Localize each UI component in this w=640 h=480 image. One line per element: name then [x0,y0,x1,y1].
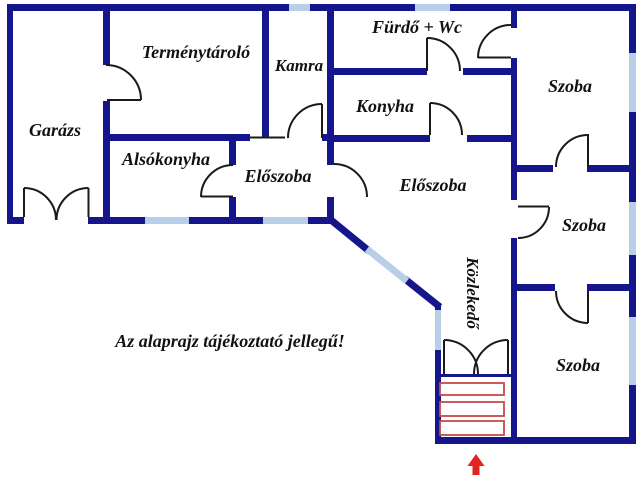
door-granary [105,64,142,101]
room-label-granary: Terménytároló [142,42,250,62]
wall-segment [511,238,517,437]
room-label-bathroom: Fürdő + Wc [371,17,462,37]
wall-segment [334,68,427,75]
window-icon [629,317,636,385]
window-icon [629,53,636,112]
wall-segment [327,197,334,224]
wall-segment [103,11,110,65]
wall-segment [7,4,13,224]
door-room-middle [517,205,550,239]
door-room-top [477,24,512,59]
door-hallway-divider [333,163,368,198]
room-label-lower-kitchen: Alsókonyha [121,149,210,169]
door-corridor-double [443,339,509,375]
windows [145,4,636,385]
stair-step [439,382,505,396]
doors [23,24,589,375]
wall-segment [334,135,430,142]
wall-segment [229,197,236,224]
wall-segment [587,165,630,172]
entrance-arrow-icon [467,454,485,475]
room-label-pantry: Kamra [274,56,324,75]
room-label-garage: Garázs [29,120,81,140]
room-label-corridor: Közlekedő [463,256,482,330]
window-icon [629,202,636,255]
inner-walls [103,11,630,437]
room-label-kitchen: Konyha [355,96,414,116]
wall-segment [7,4,636,11]
room-label-room-bottom: Szoba [556,355,600,375]
wall-segment [435,437,636,444]
wall-segment [322,134,334,141]
wall-segment [103,134,250,141]
stair-step [439,420,505,436]
window-icon [263,217,308,224]
room-label-room-middle: Szoba [562,215,606,235]
wall-segment [88,217,332,224]
room-label-hallway-left: Előszoba [243,166,311,186]
room-label-room-top: Szoba [548,76,592,96]
window-icon [415,4,450,11]
room-label-hallway-right: Előszoba [398,175,466,195]
wall-segment [103,101,110,224]
wall-segment [327,11,334,165]
stair-step [439,401,505,417]
door-lower-kitchen [200,164,234,198]
diagonal-wall [402,276,443,310]
door-rooms-top-divider [555,134,589,168]
door-rooms-bottom-divider [555,290,589,324]
wall-segment [517,165,553,172]
wall-segment [511,11,517,28]
wall-segment [511,58,517,200]
door-garage-double [23,187,90,221]
wall-segment [467,135,517,142]
door-kitchen [429,102,463,136]
wall-segment [587,284,630,291]
room-labels: Garázs Terménytároló Kamra Fürdő + Wc Ko… [29,17,606,375]
diagonal-wall [328,217,372,254]
window-icon [289,4,310,11]
stairs [439,382,505,436]
wall-segment [229,141,236,165]
window-icon [435,310,441,350]
disclaimer-text: Az alaprajz tájékoztató jellegű! [114,331,345,351]
door-pantry [287,103,323,139]
door-bathroom [426,37,461,72]
wall-segment [517,284,555,291]
wall-segment [463,68,517,75]
window-icon [364,246,410,284]
wall-segment [262,11,269,137]
wall-segment [435,303,441,444]
wall-segment [7,217,24,224]
window-icon [145,217,189,224]
